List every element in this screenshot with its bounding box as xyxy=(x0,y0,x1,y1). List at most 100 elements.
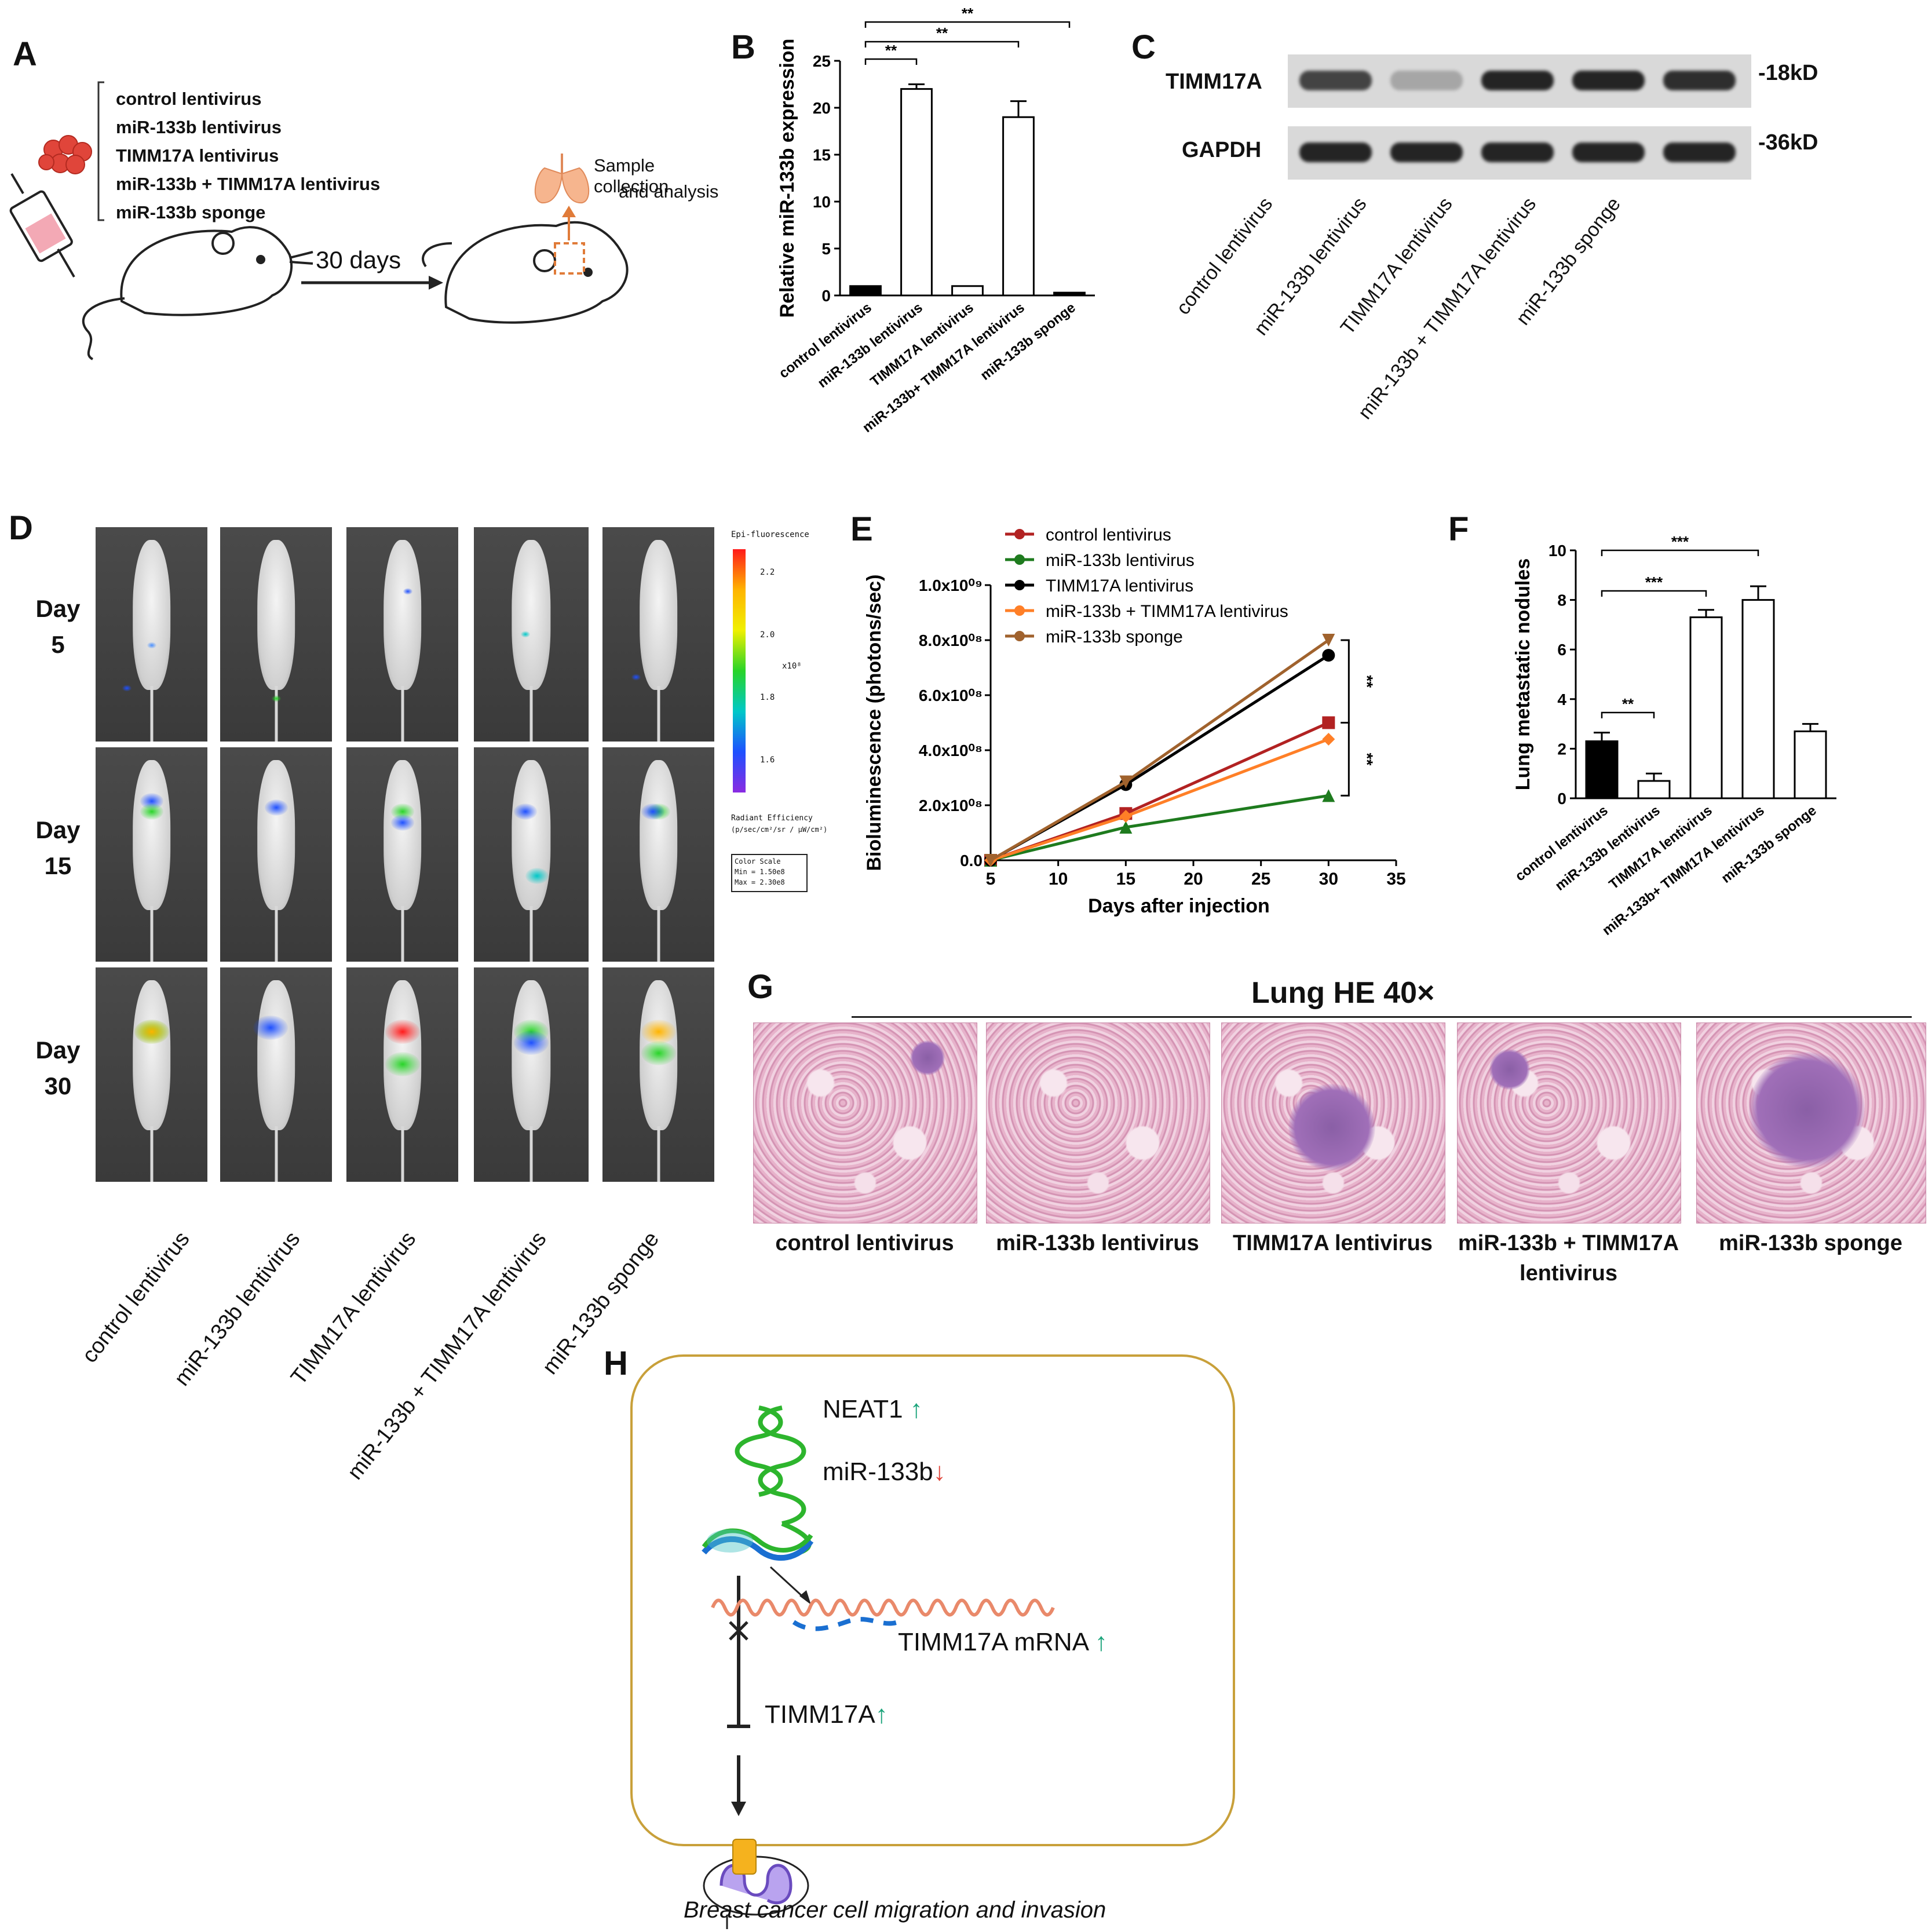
chart-b-sig-label-2: ** xyxy=(962,5,974,22)
mouse-tail xyxy=(657,905,660,962)
chart-f-bar-0 xyxy=(1585,740,1619,799)
mir-label: miR-133b↓ xyxy=(823,1458,946,1487)
scale-unit: x10⁸ xyxy=(782,662,802,671)
chart-f-category-label-0: control lentivirus xyxy=(1513,802,1611,884)
chart-b-ytick-label-3: 15 xyxy=(813,146,831,164)
chart-e-ytick-label-3: 6.0x10⁰⁸ xyxy=(919,686,983,704)
panel-a-group-2: miR-133b lentivirus xyxy=(116,117,282,137)
mouse-tail xyxy=(529,685,533,742)
protein-text: TIMM17A xyxy=(765,1700,875,1729)
row-label-day5: Day 5 xyxy=(35,591,81,663)
signal-spot xyxy=(403,588,413,595)
chart-e-legend-label-4: miR-133b sponge xyxy=(1046,627,1183,647)
mouse-silhouette xyxy=(132,540,171,691)
signal-spot xyxy=(641,1041,676,1065)
chart-f-bar-1 xyxy=(1637,780,1671,799)
he-image-3 xyxy=(1221,1022,1445,1224)
mouse-tail xyxy=(150,1126,153,1182)
chart-f-sig-bracket-2 xyxy=(1601,549,1759,556)
protein-up-arrow: ↑ xyxy=(875,1700,888,1729)
ivis-image-r1-c4 xyxy=(474,527,589,742)
chart-f-ytick-label-1: 2 xyxy=(1557,740,1566,758)
chart-f-sig-label-2: *** xyxy=(1671,533,1689,550)
mouse-tail xyxy=(275,1126,277,1182)
panel-a-group-3: TIMM17A lentivirus xyxy=(116,145,279,166)
chart-e-point-1-2 xyxy=(1322,789,1335,802)
chart-b-ytick-label-4: 20 xyxy=(813,99,831,117)
chart-e-point-4-2 xyxy=(1322,634,1335,647)
chart-b-sig-bracket-1 xyxy=(864,41,1020,48)
lane-label-1: control lentivirus xyxy=(1172,193,1277,319)
mouse-silhouette xyxy=(512,980,551,1131)
timm17a-band-2 xyxy=(1390,71,1463,90)
mir-133b-strand xyxy=(702,1536,814,1561)
panel-label-h: H xyxy=(604,1345,628,1382)
lane-label-4: miR-133b + TIMM17A lentivirus xyxy=(1354,193,1541,423)
blot-lane-labels: control lentivirus miR-133b lentivirus T… xyxy=(1153,35,1848,475)
chart-e-xtick-label-2: 15 xyxy=(1116,870,1135,889)
chart-e-point-0-2 xyxy=(1322,716,1335,729)
he-caption-2: miR-133b lentivirus xyxy=(996,1231,1199,1255)
signal-spot xyxy=(147,641,156,649)
scale-tick-16: 1.6 xyxy=(760,755,775,765)
mouse-silhouette xyxy=(257,760,295,911)
row-label-day5-num: 5 xyxy=(51,631,65,658)
sample-collection-label: Sample collection xyxy=(594,155,669,196)
signal-spot xyxy=(253,1015,288,1040)
ivis-image-r2-c2 xyxy=(220,747,332,962)
ivis-image-r2-c1 xyxy=(96,747,207,962)
mouse-silhouette xyxy=(383,540,422,691)
chart-f-ytick-label-4: 8 xyxy=(1557,591,1566,609)
chart-b-bar-2 xyxy=(951,285,984,297)
chart-e-point-1-1 xyxy=(1119,821,1133,834)
signal-spot xyxy=(385,1020,420,1044)
row-label-day5-word: Day xyxy=(35,595,81,622)
color-scale-min: Min = 1.50e8 xyxy=(735,868,785,876)
timm17a-protein-icon xyxy=(732,1839,757,1875)
mouse-silhouette xyxy=(512,760,551,911)
mouse-icon-right xyxy=(422,221,629,324)
chart-e-point-3-1 xyxy=(1119,810,1133,823)
gapdh-band-2 xyxy=(1390,143,1463,162)
panel-label-f: F xyxy=(1448,510,1469,548)
row-label-day30-num: 30 xyxy=(44,1072,72,1100)
chart-e-xtick-label-3: 20 xyxy=(1184,870,1203,889)
panel-label-e: E xyxy=(850,510,873,548)
timm17a-mrna-strand xyxy=(711,1598,1055,1617)
signal-spot xyxy=(264,799,288,816)
col-label-1: control lentivirus xyxy=(78,1227,195,1368)
chart-e: 0.02.0x10⁰⁸4.0x10⁰⁸6.0x10⁰⁸8.0x10⁰⁸1.0x1… xyxy=(863,525,1406,917)
chart-f-bar-2 xyxy=(1689,616,1723,799)
mouse-tail xyxy=(401,685,404,742)
signal-spot xyxy=(134,1020,169,1044)
outcome-label: Breast cancer cell migration and invasio… xyxy=(684,1897,1106,1923)
mouse-silhouette xyxy=(132,980,171,1131)
blot-size-18kd: -18kD xyxy=(1758,61,1818,85)
chart-e-xlabel: Days after injection xyxy=(1088,895,1270,917)
timm17a-band-4 xyxy=(1572,71,1645,90)
gapdh-band-5 xyxy=(1663,143,1736,162)
sample-analysis-label: and analysis xyxy=(619,181,719,202)
chart-e-point-4-0 xyxy=(984,854,997,867)
blot-strip-gapdh xyxy=(1288,126,1751,180)
blot-label-gapdh: GAPDH xyxy=(1182,138,1262,162)
blot-strip-timm17a xyxy=(1288,54,1751,108)
chart-e-xtick-label-4: 25 xyxy=(1251,870,1270,889)
signal-spot xyxy=(514,1030,549,1055)
metastatic-nodule xyxy=(1489,1049,1530,1090)
panel-label-a: A xyxy=(13,35,37,73)
he-caption-4: miR-133b + TIMM17A lentivirus xyxy=(1458,1231,1679,1285)
mouse-tail xyxy=(150,685,153,742)
metastatic-nodule xyxy=(1288,1084,1375,1171)
panel-label-b: B xyxy=(731,28,755,66)
he-caption-1: control lentivirus xyxy=(775,1231,954,1255)
timm17a-band-3 xyxy=(1481,71,1554,90)
mouse-tail xyxy=(150,905,153,962)
chart-e-legend-marker-2 xyxy=(1014,580,1025,590)
mir-down-arrow: ↓ xyxy=(933,1458,946,1486)
timm17a-band-1 xyxy=(1299,71,1372,90)
radiant-label: Radiant Efficiency xyxy=(731,814,813,823)
